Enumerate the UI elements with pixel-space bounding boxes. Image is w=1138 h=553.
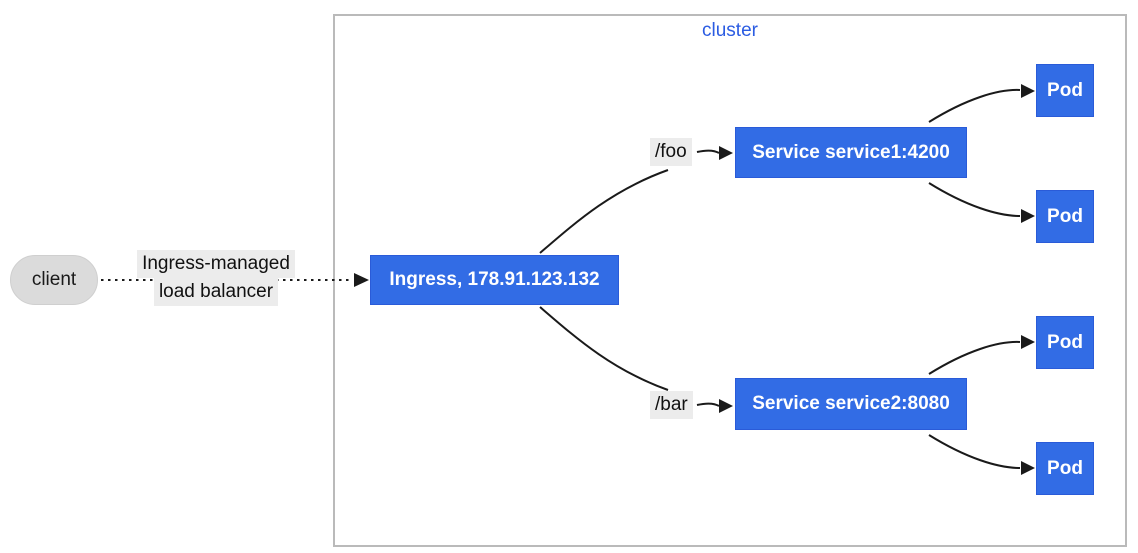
- pod-node-label: Pod: [1047, 331, 1083, 353]
- route-foo-label: /foo: [650, 138, 692, 166]
- client-node: client: [10, 255, 98, 305]
- pod-node: Pod: [1036, 64, 1094, 117]
- service1-node: Service service1:4200: [735, 127, 967, 178]
- ingress-node: Ingress, 178.91.123.132: [370, 255, 619, 305]
- load-balancer-edge-label-line1: Ingress-managed: [137, 250, 295, 278]
- pod-node: Pod: [1036, 442, 1094, 495]
- service2-node-label: Service service2:8080: [752, 393, 950, 414]
- cluster-label: cluster: [702, 20, 758, 41]
- route-bar-label: /bar: [650, 391, 693, 419]
- pod-node: Pod: [1036, 316, 1094, 369]
- service1-node-label: Service service1:4200: [752, 141, 950, 163]
- client-node-label: client: [31, 269, 77, 290]
- load-balancer-edge-label-line2: load balancer: [153, 278, 279, 306]
- pod-node: Pod: [1036, 190, 1094, 243]
- service2-node: Service service2:8080: [735, 378, 967, 430]
- pod-node-label: Pod: [1047, 79, 1083, 101]
- pod-node-label: Pod: [1047, 457, 1083, 479]
- pod-node-label: Pod: [1047, 205, 1083, 227]
- load-balancer-edge-label: Ingress-managed load balancer: [127, 250, 305, 306]
- ingress-node-label: Ingress, 178.91.123.132: [389, 269, 600, 290]
